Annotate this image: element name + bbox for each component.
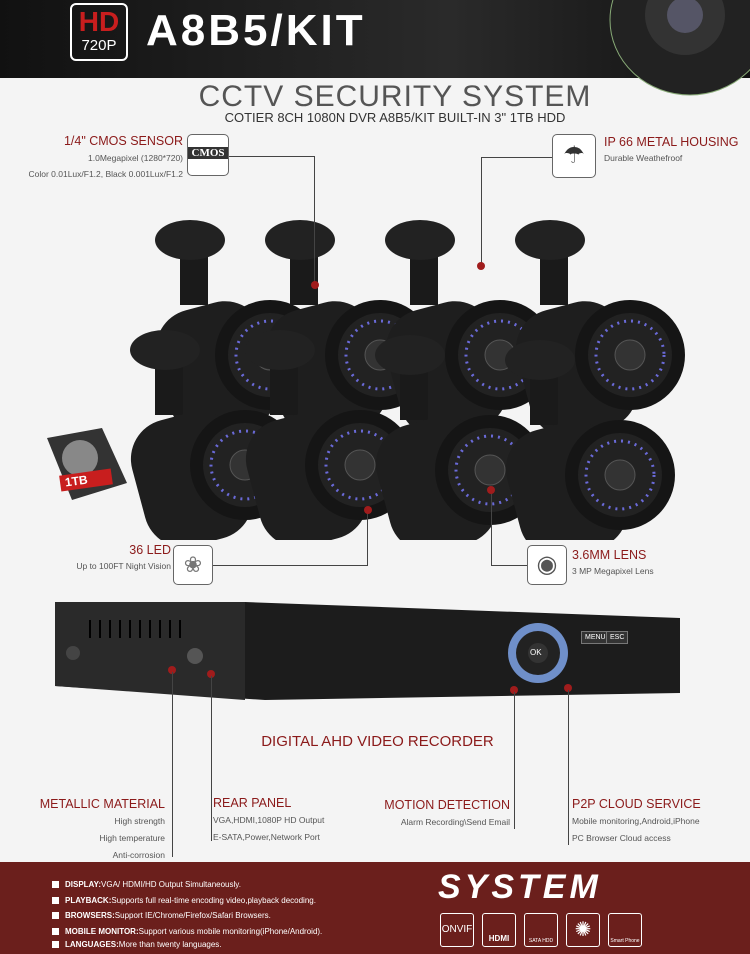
feature-key: DISPLAY:: [65, 880, 102, 889]
cmos-line: Color 0.01Lux/F1.2, Black 0.001Lux/F1.2: [28, 169, 183, 179]
connector: [491, 490, 492, 566]
pointer-dot: [564, 684, 572, 692]
feature-item: BROWSERS:Support IE/Chrome/Firefox/Safar…: [52, 911, 271, 920]
pointer-dot: [207, 670, 215, 678]
rear-line: E-SATA,Power,Network Port: [213, 832, 320, 842]
hdmi-icon: HDMI: [482, 913, 516, 947]
cmos-line: 1.0Megapixel (1280*720): [88, 153, 183, 163]
cmos-details: 1.0Megapixel (1280*720) Color 0.01Lux/F1.…: [28, 150, 183, 182]
p2p-line: PC Browser Cloud access: [572, 833, 671, 843]
cameras-image: [130, 220, 685, 540]
connector: [229, 156, 315, 157]
metallic-title: METALLIC MATERIAL: [39, 797, 165, 811]
system-title: SYSTEM: [438, 868, 602, 906]
feature-text: Support IE/Chrome/Firefox/Safari Browser…: [114, 911, 271, 920]
connector: [514, 692, 515, 829]
motion-callout: MOTION DETECTION Alarm Recording\Send Em…: [384, 798, 510, 831]
feature-text: Supports full real-time encoding video,p…: [111, 896, 316, 905]
rear-line: VGA,HDMI,1080P HD Output: [213, 815, 325, 825]
feature-key: BROWSERS:: [65, 911, 115, 920]
motion-line: Alarm Recording\Send Email: [400, 817, 510, 827]
pointer-dot: [364, 506, 372, 514]
metallic-line: High strength: [114, 816, 165, 826]
metallic-line: Anti-corrosion: [112, 850, 165, 860]
feature-text: VGA/ HDMI/HD Output Simultaneously.: [101, 880, 241, 889]
feature-item: LANGUAGES:More than twenty languages.: [52, 940, 222, 949]
p2p-callout: P2P CLOUD SERVICE Mobile monitoring,Andr…: [572, 797, 701, 847]
onvif-icon: ONVIF: [440, 913, 474, 947]
dvr-image: [55, 602, 680, 700]
ok-button: OK: [530, 648, 542, 657]
network-icon: ✺: [566, 913, 600, 947]
connector: [314, 156, 315, 284]
motion-title: MOTION DETECTION: [384, 798, 510, 812]
page-subtitle: COTIER 8CH 1080N DVR A8B5/KIT BUILT-IN 3…: [224, 110, 566, 125]
camera-closeup-image: [609, 0, 750, 96]
feature-key: MOBILE MONITOR:: [65, 927, 139, 936]
cmos-icon-text: CMOS: [188, 147, 228, 159]
feature-key: LANGUAGES:: [65, 940, 119, 949]
metallic-callout: METALLIC MATERIAL High strength High tem…: [40, 797, 165, 864]
housing-title: IP 66 METAL HOUSING: [604, 135, 739, 149]
feature-item: MOBILE MONITOR:Support various mobile mo…: [52, 927, 322, 936]
pointer-dot: [510, 686, 518, 694]
feature-text: More than twenty languages.: [118, 940, 222, 949]
connector: [213, 565, 368, 566]
resolution-text: 720P: [81, 37, 117, 54]
dvr-title: DIGITAL AHD VIDEO RECORDER: [261, 733, 494, 750]
pointer-dot: [477, 262, 485, 270]
housing-detail: Durable Weathefroof: [604, 153, 683, 163]
lens-title: 3.6MM LENS: [572, 548, 647, 562]
led-detail: Up to 100FT Night Vision: [76, 561, 171, 571]
connector: [172, 672, 173, 857]
connector: [211, 676, 212, 841]
feature-key: PLAYBACK:: [65, 896, 112, 905]
pointer-dot: [311, 281, 319, 289]
feature-text: Support various mobile monitoring(iPhone…: [138, 927, 323, 936]
connector: [481, 157, 552, 158]
pointer-dot: [487, 486, 495, 494]
footer-band: [0, 862, 750, 954]
p2p-line: Mobile monitoring,Android,iPhone: [572, 816, 700, 826]
umbrella-icon: ☂: [552, 134, 596, 178]
sata-hdd-icon: SATA HDD: [524, 913, 558, 947]
connector: [481, 157, 482, 265]
cmos-title: 1/4" CMOS SENSOR: [63, 134, 183, 148]
rear-title: REAR PANEL: [213, 796, 292, 810]
feature-item: PLAYBACK:Supports full real-time encodin…: [52, 896, 316, 905]
hd-text: HD: [78, 6, 120, 37]
camera: [505, 340, 675, 540]
lens-detail: 3 MP Megapixel Lens: [572, 566, 654, 576]
rear-panel-callout: REAR PANEL VGA,HDMI,1080P HD Output E-SA…: [213, 796, 324, 846]
pointer-dot: [168, 666, 176, 674]
lens-icon: ◉: [527, 545, 567, 585]
model-title: A8B5/KIT: [146, 6, 366, 55]
smartphone-icon: Smart Phone: [608, 913, 642, 947]
cmos-icon: CMOS: [187, 134, 229, 176]
connector: [491, 565, 527, 566]
p2p-title: P2P CLOUD SERVICE: [572, 797, 701, 811]
led-icon: ❀: [173, 545, 213, 585]
hard-drive-image: [47, 428, 127, 500]
feature-item: DISPLAY:VGA/ HDMI/HD Output Simultaneous…: [52, 880, 241, 889]
page-title: CCTV SECURITY SYSTEM: [198, 80, 592, 113]
metallic-line: High temperature: [99, 833, 165, 843]
esc-button: ESC: [606, 631, 629, 644]
led-title: 36 LED: [129, 543, 171, 557]
connector: [367, 510, 368, 566]
connector: [568, 690, 569, 845]
